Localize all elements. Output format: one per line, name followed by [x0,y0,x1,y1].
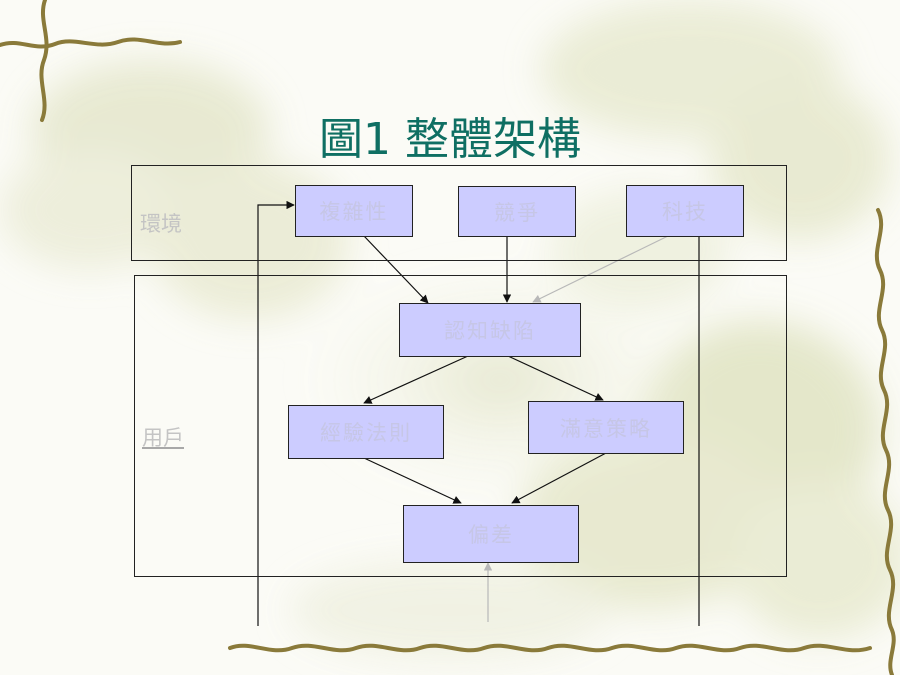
node-competition: 競爭 [458,186,576,237]
arrow-heuristics-to-bias [363,457,462,504]
arrow-complexity-to-cognitive-defect [363,235,429,304]
vine-right-vertical [874,208,896,675]
vine-bottom-horizontal [228,643,872,653]
node-satisficing: 滿意策略 [528,401,684,454]
arrow-cognitive-defect-to-satisficing [507,355,604,401]
node-complexity: 複雜性 [295,185,413,237]
diagram-title: 圖1 整體架構 [319,114,581,165]
user-frame [134,275,787,577]
vine-top-left-horizontal [0,37,182,49]
feedback-line-left [257,200,295,626]
arrow-satisficing-to-bias [511,452,607,504]
node-cognitive-defect: 認知缺陷 [399,303,581,357]
arrow-technology-to-cognitive-defect [532,235,669,303]
environment-frame [131,165,787,261]
environment-label: 環境 [140,212,182,236]
node-technology: 科技 [626,185,744,237]
arrow-cognitive-defect-to-heuristics [363,355,469,404]
node-bias: 偏差 [403,505,579,563]
node-heuristics: 經驗法則 [288,405,444,459]
user-label: 用戶 [142,426,184,450]
vine-top-left-vertical [39,0,49,122]
